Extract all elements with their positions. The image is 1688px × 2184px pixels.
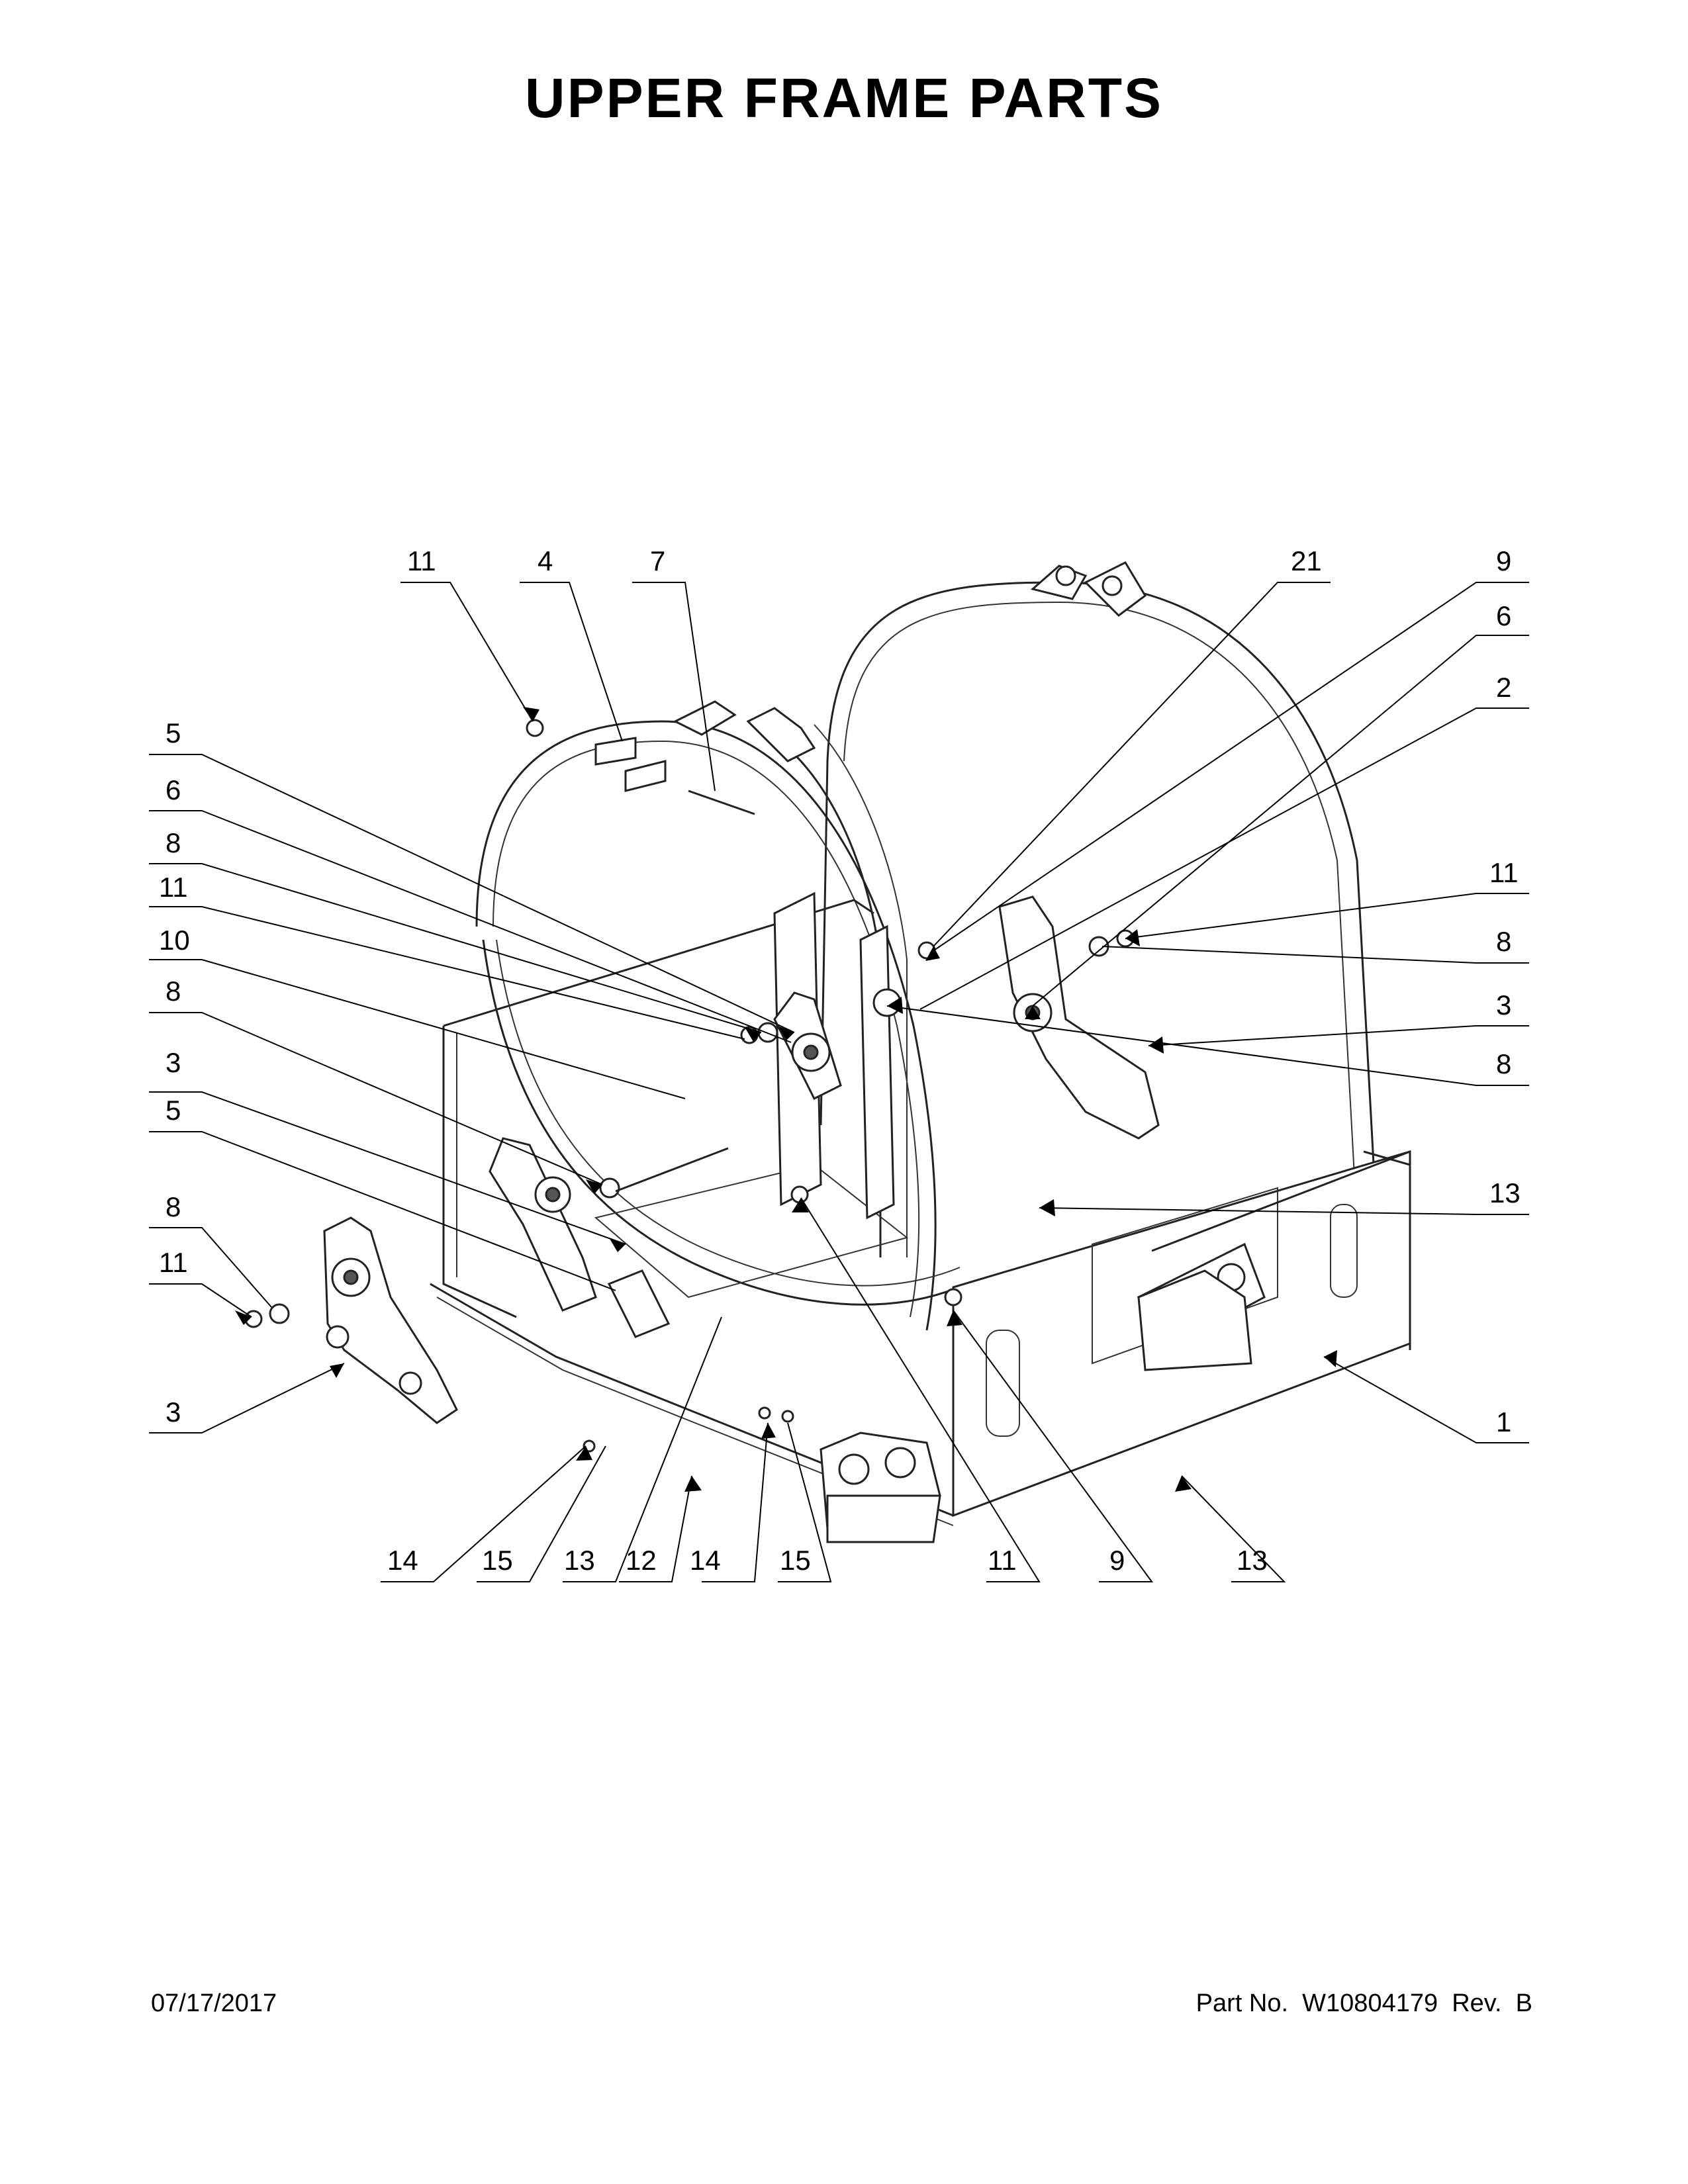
frame-assembly-drawing [244, 561, 1411, 1543]
floor-pan [594, 1163, 909, 1298]
front-drum-ring [475, 720, 937, 1331]
callout-14: 14 [690, 1545, 721, 1576]
callout-12: 12 [626, 1545, 657, 1576]
callout-15: 15 [482, 1545, 513, 1576]
page-title: UPPER FRAME PARTS [524, 67, 1164, 129]
callout-2: 2 [1496, 672, 1511, 703]
callout-13: 13 [1489, 1177, 1521, 1208]
callout-5: 5 [165, 717, 181, 749]
callout-11: 11 [159, 1247, 188, 1278]
left-arc-block [607, 1269, 671, 1338]
footer-date: 07/17/2017 [151, 1989, 277, 2017]
callout-3: 3 [165, 1396, 181, 1428]
exploded-right-bracket [998, 895, 1160, 1140]
callout-1: 1 [1496, 1406, 1511, 1437]
callout-4: 4 [538, 545, 553, 576]
callout-8: 8 [165, 1191, 181, 1222]
callout-3: 3 [1496, 989, 1511, 1021]
callout-8: 8 [165, 827, 181, 858]
callout-15: 15 [780, 1545, 811, 1576]
main-frame-bottom-rail [430, 1283, 954, 1517]
callout-7: 7 [650, 545, 665, 576]
exploded-left-bracket [323, 1216, 458, 1424]
rear-drum-band [826, 581, 1378, 1225]
callout-13: 13 [1237, 1545, 1268, 1576]
callout-9: 9 [1109, 1545, 1125, 1576]
callout-11: 11 [1489, 857, 1519, 888]
callout-6: 6 [1496, 600, 1511, 631]
main-frame-top-edge [443, 899, 874, 1027]
callout-9: 9 [1496, 545, 1511, 576]
callout-8: 8 [165, 976, 181, 1007]
callout-5: 5 [165, 1095, 181, 1126]
inner-curved-rail [482, 939, 967, 1306]
callout-3: 3 [165, 1047, 181, 1078]
callout-13: 13 [564, 1545, 595, 1576]
rear-band-clamp [1030, 561, 1147, 617]
callout-8: 8 [1496, 926, 1511, 957]
rear-bracket [1137, 1269, 1252, 1371]
footer-part-number: Part No. W10804179 Rev. B [1196, 1989, 1532, 2017]
left-suspension-bracket [489, 1137, 597, 1312]
callout-11: 11 [407, 545, 436, 576]
callout-11: 11 [159, 872, 188, 903]
hardware-pins [594, 737, 755, 1193]
callout-labels: 11 4 7 21 9 6 2 5 6 8 11 10 8 3 5 8 11 3… [159, 545, 1521, 1576]
callout-14: 14 [387, 1545, 418, 1576]
leader-arrowheads [235, 707, 1337, 1492]
callout-leaders [149, 582, 1529, 1582]
callout-6: 6 [165, 774, 181, 805]
front-band-clamp [746, 707, 816, 762]
callout-11: 11 [988, 1545, 1017, 1576]
callout-21: 21 [1291, 545, 1322, 576]
callout-8: 8 [1496, 1048, 1511, 1079]
callout-10: 10 [159, 925, 190, 956]
